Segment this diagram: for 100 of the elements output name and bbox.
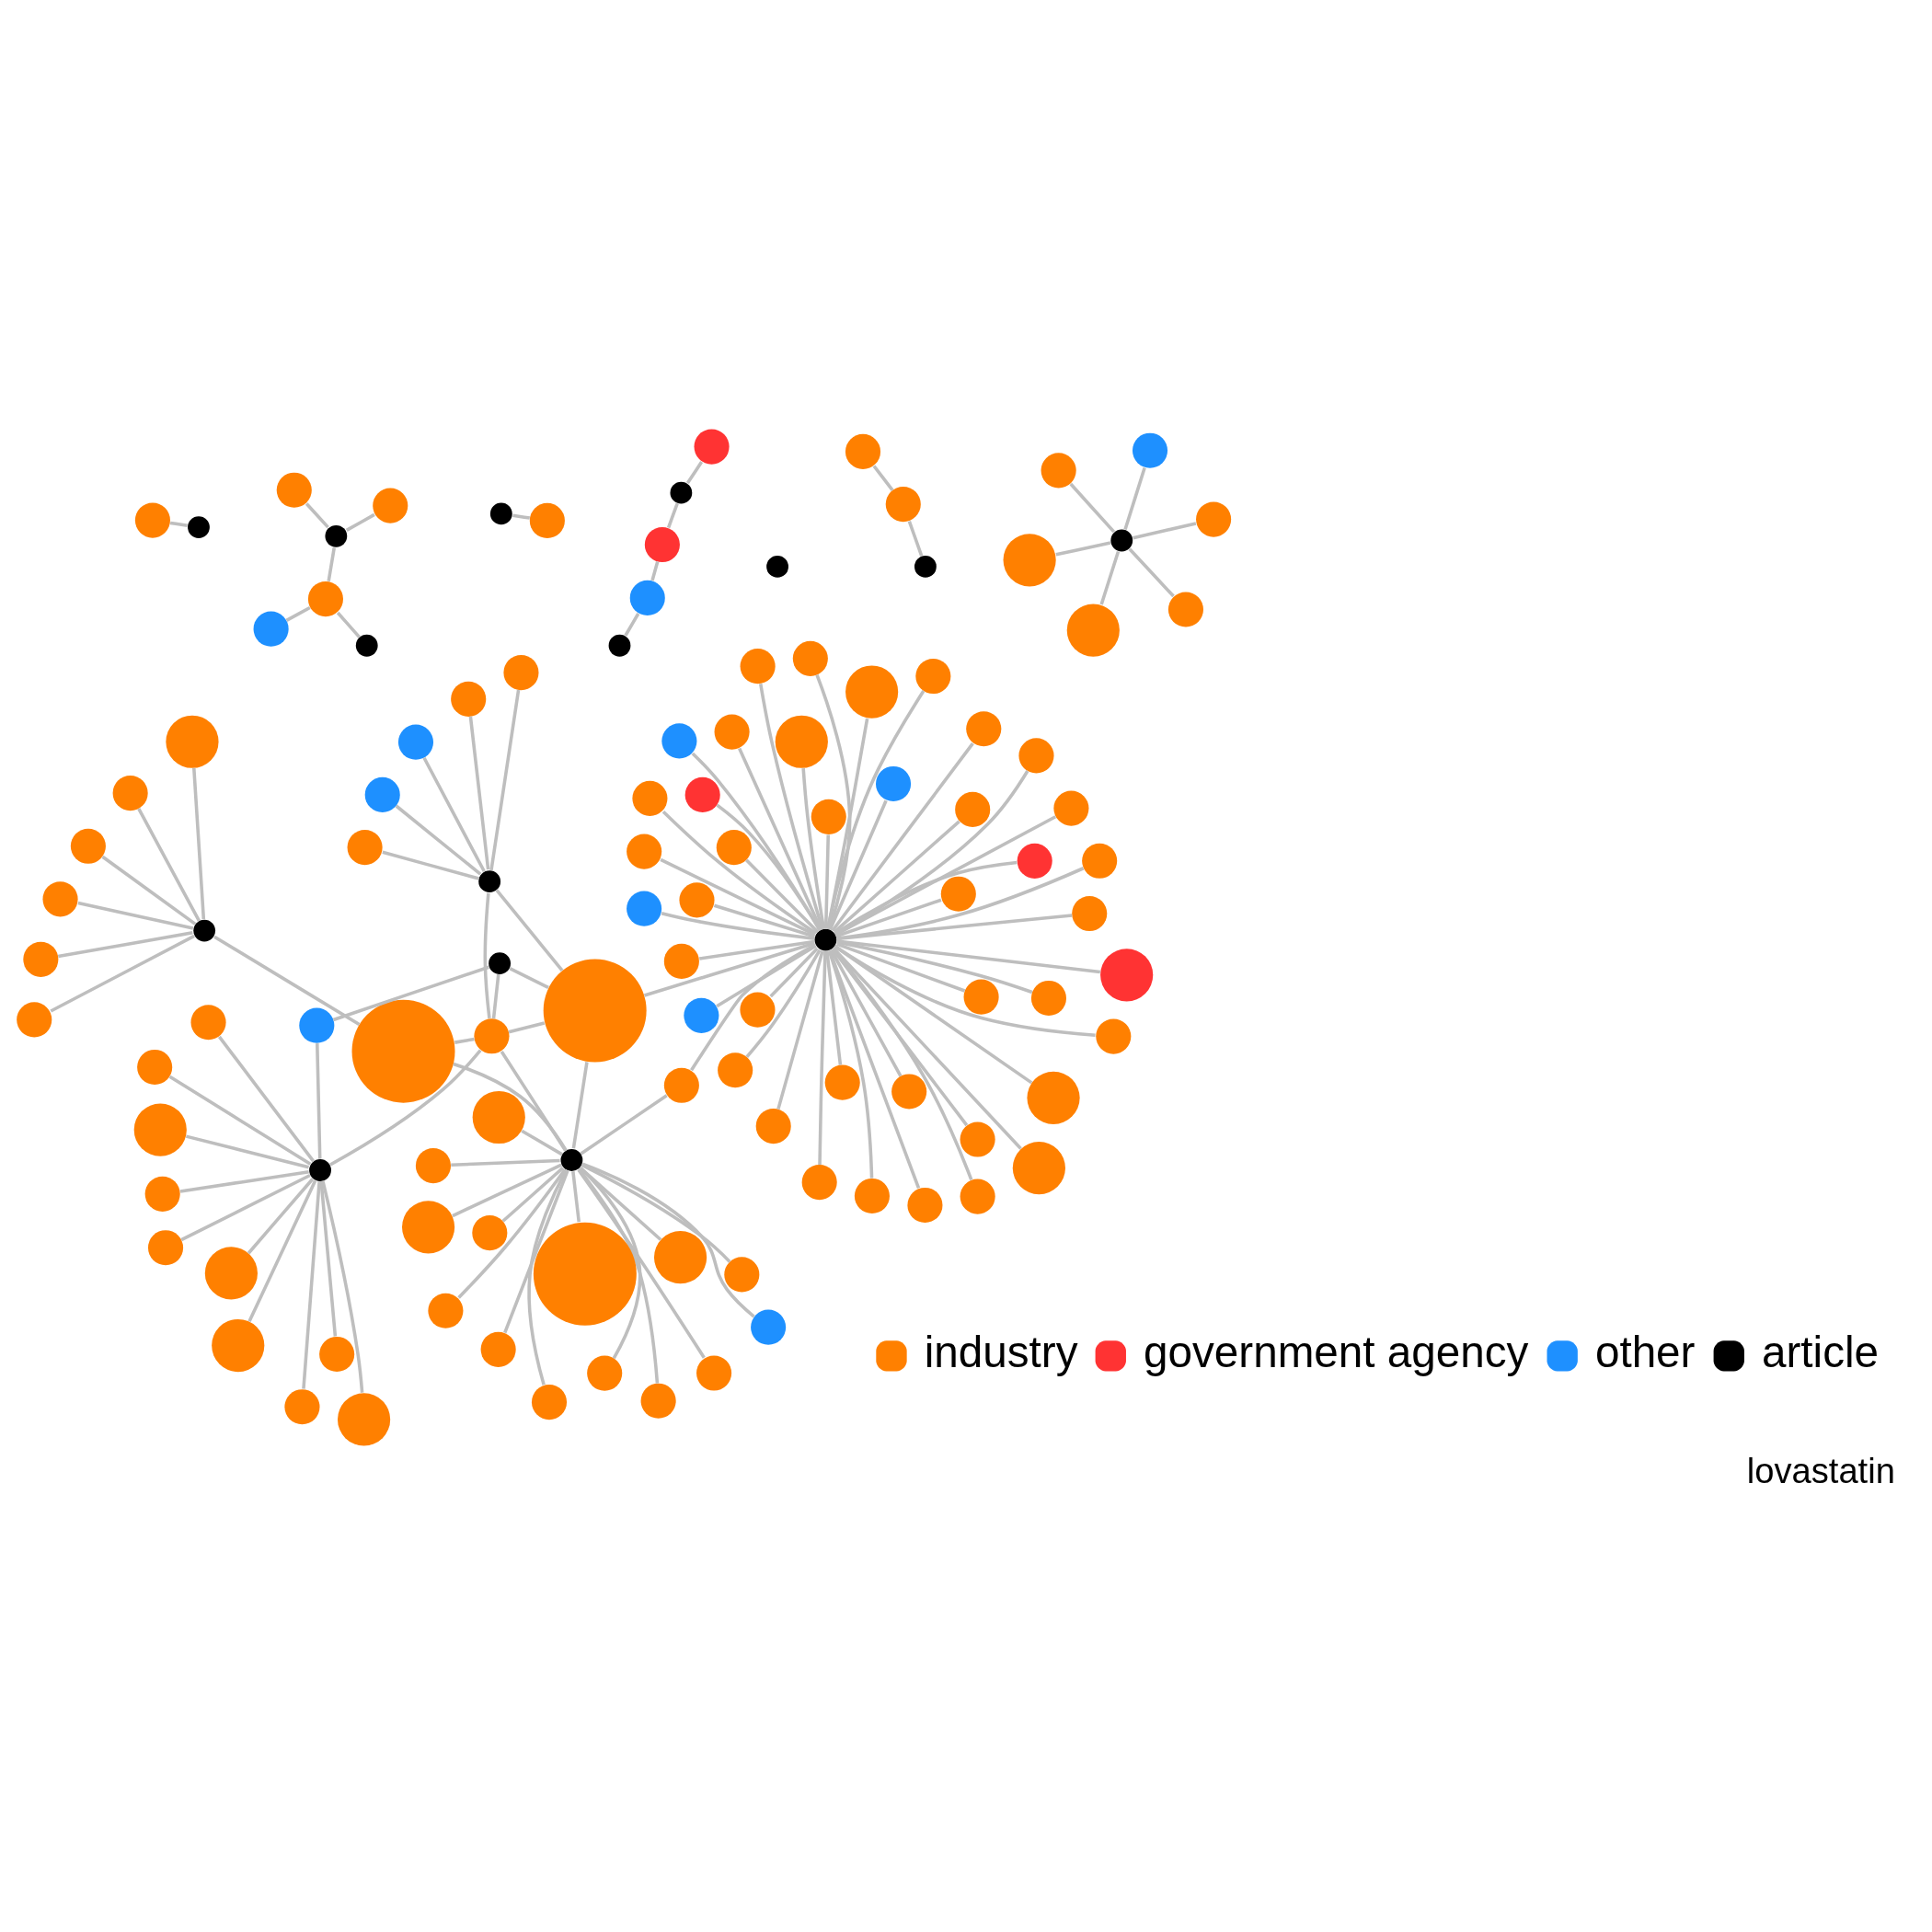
connector	[907, 521, 924, 557]
node-circle	[489, 502, 512, 525]
node-circle	[188, 516, 210, 538]
legend-label: government agency	[1144, 1327, 1529, 1376]
node-circle	[190, 1005, 226, 1041]
node-circle	[1017, 843, 1052, 879]
connector	[452, 1163, 562, 1218]
connector	[512, 513, 531, 520]
connector	[716, 803, 822, 932]
node-circle	[351, 999, 455, 1103]
node-circle	[854, 1178, 890, 1213]
node-circle	[694, 429, 730, 465]
node-circle	[319, 1336, 355, 1372]
connector	[836, 939, 1101, 974]
connector	[247, 1178, 315, 1255]
node-circle	[347, 830, 383, 866]
node-circle	[654, 1231, 707, 1284]
node-circle	[531, 1385, 568, 1420]
node-circle	[364, 776, 400, 812]
connector	[501, 1167, 565, 1223]
connector	[836, 867, 1085, 940]
connector	[818, 950, 827, 1165]
connector	[382, 850, 480, 880]
node-circle	[1082, 843, 1118, 879]
connector	[509, 967, 549, 990]
node-circle	[402, 1201, 455, 1254]
node-circle	[212, 1318, 265, 1373]
node-circle	[724, 1257, 760, 1293]
node-circle	[133, 1103, 187, 1156]
connector	[302, 1181, 321, 1389]
node-circle	[560, 1149, 583, 1171]
node-circle	[1030, 980, 1066, 1016]
connector	[422, 756, 486, 873]
connector	[1128, 547, 1175, 598]
node-circle	[885, 487, 921, 523]
node-circle	[955, 791, 991, 827]
connector	[336, 611, 361, 638]
node-circle	[533, 1222, 637, 1326]
node-circle	[428, 1293, 464, 1328]
connector	[305, 502, 329, 529]
node-circle	[1012, 1142, 1065, 1195]
node-circle	[1018, 738, 1054, 774]
node-circle	[801, 1165, 837, 1201]
node-circle	[1167, 592, 1203, 627]
node-circle	[112, 776, 148, 811]
node-circle	[355, 634, 378, 657]
node-circle	[144, 1176, 180, 1212]
node-circle	[963, 979, 999, 1015]
connector	[661, 911, 815, 940]
connector	[825, 950, 843, 1065]
node-circle	[766, 556, 788, 578]
node-circle	[640, 1383, 676, 1419]
connector	[468, 716, 490, 870]
connector	[579, 1167, 642, 1360]
connector	[691, 752, 822, 931]
node-circle	[714, 714, 750, 750]
node-circle	[489, 952, 511, 975]
node-circle	[1100, 949, 1154, 1002]
node-circle	[960, 1121, 995, 1157]
node-circle	[740, 649, 776, 684]
node-circle	[166, 715, 219, 768]
node-circle	[663, 1067, 699, 1103]
connector	[834, 770, 1029, 936]
connector	[815, 673, 852, 930]
connector	[738, 747, 823, 931]
legend-label: industry	[924, 1327, 1078, 1376]
connector	[453, 1062, 568, 1152]
node-circle	[627, 834, 662, 869]
connector	[833, 820, 960, 934]
connector	[527, 1168, 569, 1386]
connector	[577, 1168, 706, 1359]
connector	[666, 502, 679, 529]
connector	[451, 1158, 560, 1167]
node-circle	[1132, 432, 1168, 468]
node-circle	[792, 640, 828, 676]
node-circle	[253, 611, 289, 647]
caption: lovastatin	[1746, 1450, 1895, 1490]
node-circle	[845, 665, 899, 719]
node-circle	[716, 830, 752, 866]
node-circle	[397, 724, 434, 760]
node-circle	[740, 992, 776, 1028]
node-circle	[543, 959, 647, 1063]
node-circle	[309, 1159, 331, 1181]
connector	[834, 944, 1033, 1085]
connector	[685, 461, 704, 484]
node-circle	[415, 1148, 451, 1184]
connector	[101, 855, 197, 926]
connector	[776, 950, 824, 1110]
connector	[180, 1173, 311, 1242]
connector	[716, 944, 817, 1008]
node-circle	[373, 488, 408, 523]
node-circle	[284, 1389, 320, 1425]
node-circle	[587, 1355, 623, 1391]
connector	[827, 949, 874, 1179]
connector	[332, 965, 489, 1022]
connector	[329, 1049, 482, 1167]
connector	[315, 1043, 322, 1159]
node-circle	[147, 1230, 184, 1266]
node-circle	[1196, 501, 1232, 537]
node-circle	[1053, 790, 1089, 826]
